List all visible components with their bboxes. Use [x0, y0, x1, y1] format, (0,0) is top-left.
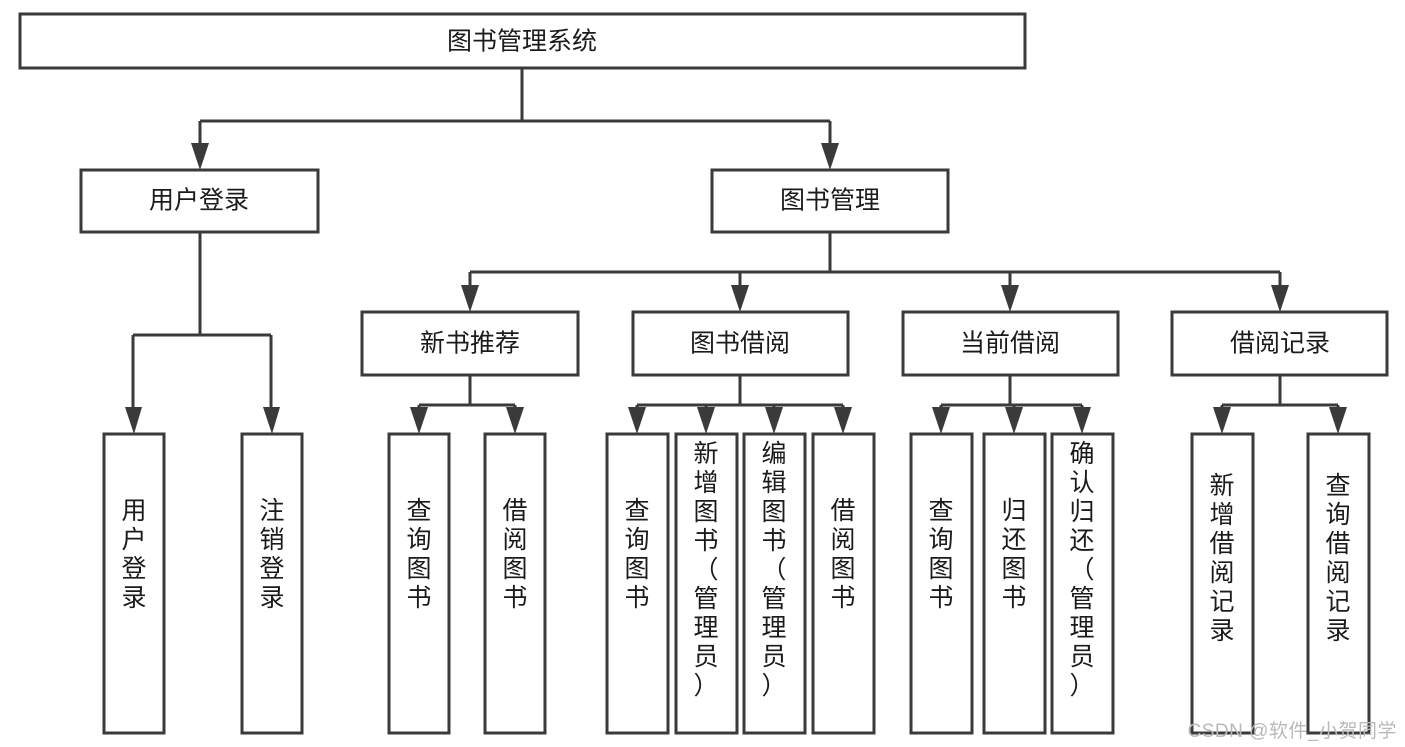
csdn-watermark: CSDN @软件_小贺同学 — [1187, 721, 1397, 742]
node-current-borrow-box[interactable] — [901, 310, 1120, 377]
node-leaf-confirm-return-label: 确认归还（管理员） — [1069, 440, 1094, 700]
node-root-label: 图书管理系统 — [447, 28, 597, 56]
node-leaf-query-record[interactable]: 查询借阅记录 — [1306, 432, 1371, 735]
node-book-borrow-label: 图书借阅 — [690, 330, 790, 358]
arrow-head-borrow-record — [1271, 285, 1289, 312]
arrow-head-new-book-rec — [461, 285, 479, 312]
node-current-borrow[interactable]: 当前借阅 — [901, 310, 1120, 377]
node-leaf-confirm-return[interactable]: 确认归还（管理员） — [1050, 432, 1115, 735]
node-leaf-user-login-box[interactable] — [102, 432, 166, 735]
arrow-head-leaf-borrow-book-b — [834, 407, 852, 434]
node-leaf-confirm-return-box[interactable] — [1050, 432, 1115, 735]
arrow-head-leaf-return-book — [1005, 407, 1023, 434]
node-leaf-query-book-c-label: 查询图书 — [928, 497, 953, 612]
node-user-login[interactable]: 用户登录 — [79, 168, 320, 234]
node-root[interactable]: 图书管理系统 — [18, 12, 1027, 70]
arrow-head-book-borrow — [731, 285, 749, 312]
arrow-head-leaf-query-book-a — [410, 407, 428, 434]
node-leaf-query-book-c-box[interactable] — [909, 432, 974, 735]
node-new-book-rec-box[interactable] — [360, 310, 580, 377]
node-book-manage-label: 图书管理 — [780, 187, 880, 215]
node-new-book-rec[interactable]: 新书推荐 — [360, 310, 580, 377]
node-leaf-edit-book-label: 编辑图书（管理员） — [761, 440, 786, 700]
node-leaf-borrow-book-a-label: 借阅图书 — [502, 497, 527, 612]
node-leaf-query-record-box[interactable] — [1306, 432, 1371, 735]
node-leaf-return-book[interactable]: 归还图书 — [982, 432, 1047, 735]
node-leaf-logout-box[interactable] — [240, 432, 304, 735]
node-book-manage[interactable]: 图书管理 — [710, 168, 950, 234]
arrow-head-leaf-logout — [263, 407, 280, 434]
node-leaf-add-record-label: 新增借阅记录 — [1209, 472, 1234, 645]
arrow-head-leaf-confirm-return — [1073, 407, 1091, 434]
node-leaf-edit-book[interactable]: 编辑图书（管理员） — [742, 432, 807, 735]
node-user-login-label: 用户登录 — [149, 187, 249, 215]
node-leaf-return-book-box[interactable] — [982, 432, 1047, 735]
node-leaf-borrow-book-a-box[interactable] — [483, 432, 547, 735]
arrow-head-leaf-user-login — [125, 407, 142, 434]
node-borrow-record[interactable]: 借阅记录 — [1170, 310, 1389, 377]
arrow-head-user-login — [191, 143, 209, 170]
node-leaf-add-record[interactable]: 新增借阅记录 — [1190, 432, 1255, 735]
node-leaf-logout-label: 注销登录 — [259, 497, 284, 612]
arrow-head-leaf-borrow-book-a — [506, 407, 524, 434]
node-leaf-borrow-book-b-label: 借阅图书 — [830, 497, 855, 612]
node-book-borrow[interactable]: 图书借阅 — [631, 310, 850, 377]
node-leaf-return-book-label: 归还图书 — [1001, 497, 1026, 612]
arrow-head-leaf-add-book — [697, 407, 715, 434]
node-leaf-query-book-c[interactable]: 查询图书 — [909, 432, 974, 735]
arrow-head-leaf-add-record — [1213, 407, 1231, 434]
node-leaf-query-book-a-box[interactable] — [387, 432, 451, 735]
connector-layer — [125, 68, 1347, 434]
node-leaf-edit-book-box[interactable] — [742, 432, 807, 735]
node-book-manage-box[interactable] — [710, 168, 950, 234]
node-leaf-query-book-b-box[interactable] — [605, 432, 670, 735]
arrow-head-leaf-edit-book — [765, 407, 783, 434]
node-leaf-add-book[interactable]: 新增图书（管理员） — [674, 432, 739, 735]
arrow-head-leaf-query-record — [1329, 407, 1347, 434]
node-borrow-record-label: 借阅记录 — [1230, 330, 1330, 358]
arrow-head-leaf-query-book-b — [628, 407, 646, 434]
node-root-box[interactable] — [18, 12, 1027, 70]
node-new-book-rec-label: 新书推荐 — [420, 330, 520, 358]
node-leaf-query-book-b[interactable]: 查询图书 — [605, 432, 670, 735]
node-leaf-borrow-book-a[interactable]: 借阅图书 — [483, 432, 547, 735]
arrow-head-book-manage — [821, 143, 839, 170]
node-leaf-query-book-b-label: 查询图书 — [624, 497, 649, 612]
node-user-login-box[interactable] — [79, 168, 320, 234]
node-borrow-record-box[interactable] — [1170, 310, 1389, 377]
node-leaf-add-book-label: 新增图书（管理员） — [693, 440, 718, 700]
node-leaf-add-book-box[interactable] — [674, 432, 739, 735]
node-leaf-borrow-book-b-box[interactable] — [811, 432, 876, 735]
node-leaf-query-book-a[interactable]: 查询图书 — [387, 432, 451, 735]
node-current-borrow-label: 当前借阅 — [960, 330, 1060, 358]
node-leaf-add-record-box[interactable] — [1190, 432, 1255, 735]
node-leaf-user-login-label: 用户登录 — [121, 497, 146, 612]
arrow-head-leaf-query-book-c — [932, 407, 950, 434]
node-leaf-borrow-book-b[interactable]: 借阅图书 — [811, 432, 876, 735]
node-leaf-user-login[interactable]: 用户登录 — [102, 432, 166, 735]
node-leaf-logout[interactable]: 注销登录 — [240, 432, 304, 735]
node-leaf-query-book-a-label: 查询图书 — [406, 497, 431, 612]
node-book-borrow-box[interactable] — [631, 310, 850, 377]
node-leaf-query-record-label: 查询借阅记录 — [1325, 472, 1350, 645]
arrow-head-current-borrow — [1001, 285, 1019, 312]
